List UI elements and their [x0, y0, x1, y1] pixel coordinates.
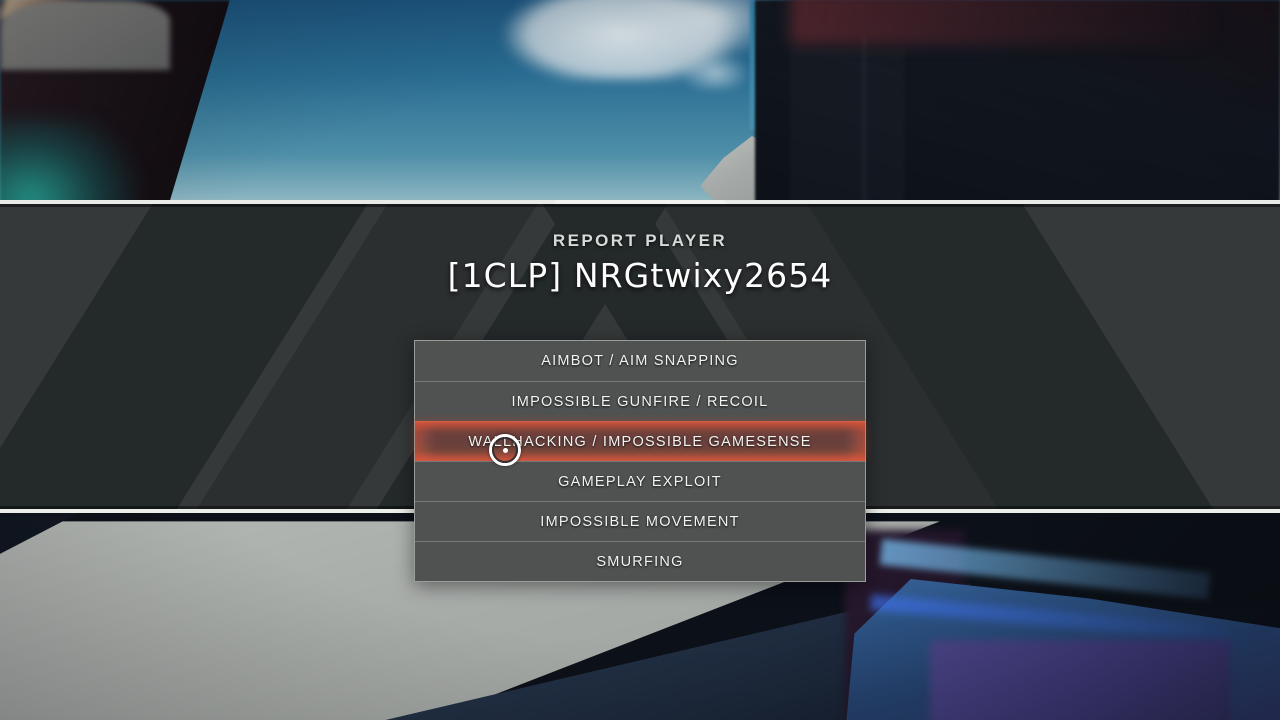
page-title: REPORT PLAYER [552, 231, 728, 250]
report-reason-label: SMURFING [596, 553, 684, 570]
report-reason-option[interactable]: GAMEPLAY EXPLOIT [415, 461, 865, 501]
report-reason-label: GAMEPLAY EXPLOIT [558, 473, 722, 490]
right-wall-red-tint [790, 0, 1210, 45]
band-top-inner-shadow [0, 204, 1280, 207]
report-reason-label: AIMBOT / AIM SNAPPING [541, 353, 739, 369]
reported-player-name: [1CLP] NRGtwixy2654 [447, 256, 833, 295]
report-reason-label: IMPOSSIBLE GUNFIRE / RECOIL [511, 393, 769, 410]
report-reason-option[interactable]: SMURFING [415, 541, 865, 581]
cloud-small [680, 52, 750, 90]
report-reason-option[interactable]: IMPOSSIBLE MOVEMENT [415, 501, 865, 541]
right-wall-edge-highlight [862, 36, 866, 216]
report-reason-label: WALLHACKING / IMPOSSIBLE GAMESENSE [468, 433, 812, 450]
band-top-notch-tab [553, 200, 727, 204]
report-reason-option[interactable]: WALLHACKING / IMPOSSIBLE GAMESENSE [415, 421, 865, 461]
weapon-grip-purple [930, 640, 1230, 720]
report-reason-option[interactable]: IMPOSSIBLE GUNFIRE / RECOIL [415, 381, 865, 421]
weapon-hand-grip [0, 0, 170, 70]
report-reason-menu: AIMBOT / AIM SNAPPING IMPOSSIBLE GUNFIRE … [414, 340, 866, 582]
right-wall-panel [790, 48, 905, 216]
sky-gap-sliver [750, 0, 757, 130]
report-reason-label: IMPOSSIBLE MOVEMENT [540, 513, 740, 530]
report-reason-option[interactable]: AIMBOT / AIM SNAPPING [415, 341, 865, 381]
